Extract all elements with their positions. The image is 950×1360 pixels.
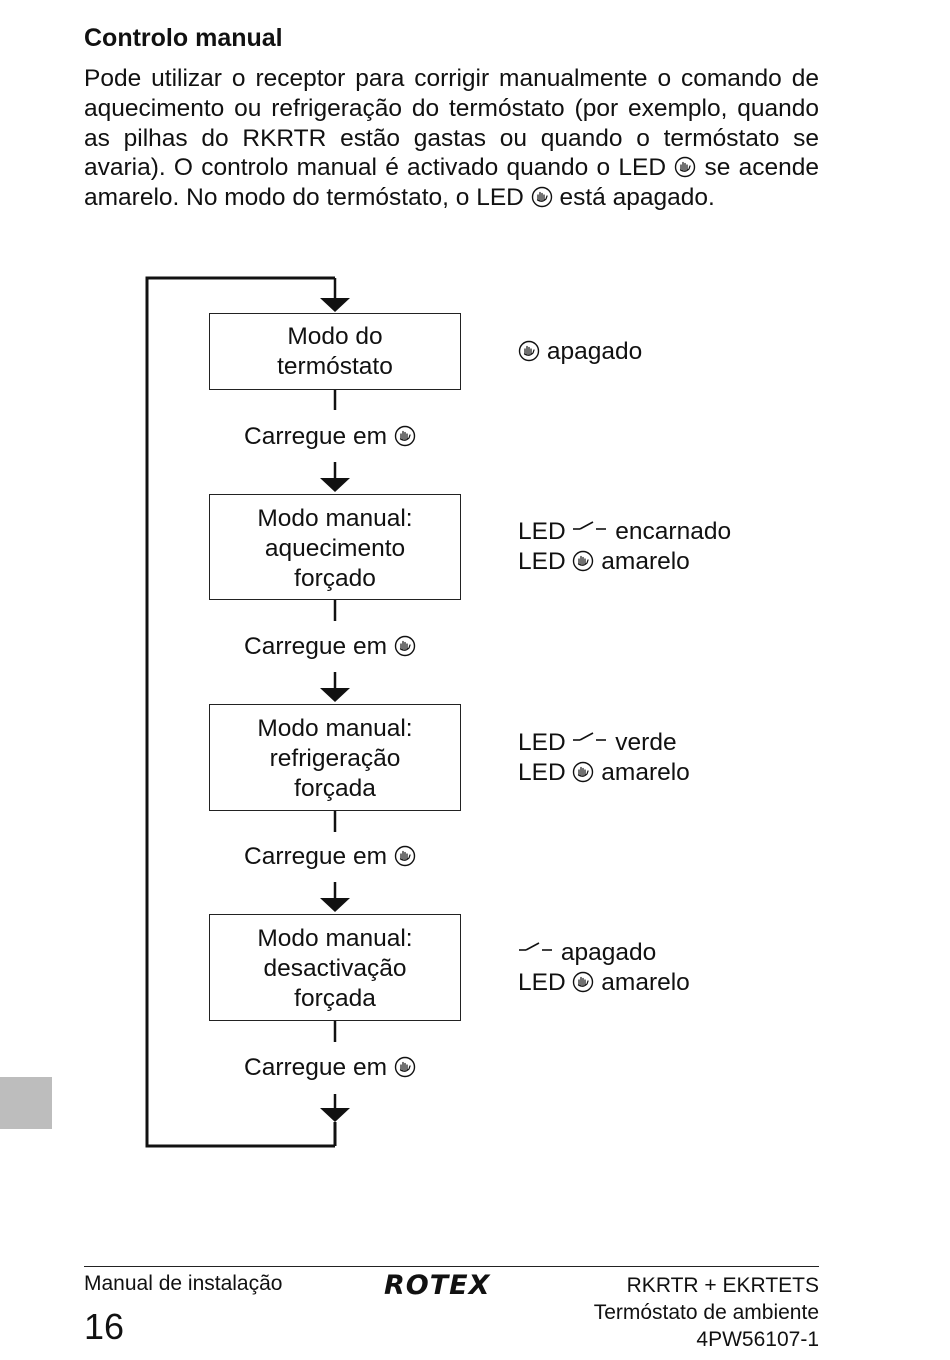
- hand-icon: [394, 845, 416, 867]
- status-text: amarelo: [601, 548, 690, 575]
- press-instruction: Carregue em: [244, 423, 416, 451]
- status-text: encarnado: [615, 518, 732, 545]
- footer-doc-code: 4PW56107-1: [696, 1328, 819, 1351]
- brand-logo: ROTEX: [384, 1270, 491, 1301]
- hand-icon: [394, 425, 416, 447]
- intro-text-2: se acende amarelo. No modo do termóstato…: [84, 154, 819, 212]
- status-thermostat: apagado: [518, 337, 642, 367]
- footer-product: RKRTR + EKRTETS: [626, 1274, 819, 1297]
- status-text: apagado: [560, 939, 657, 966]
- mode-line: desactivação: [263, 955, 407, 982]
- footer-manual-title: Manual de instalação: [84, 1272, 283, 1295]
- page-number: 16: [84, 1306, 125, 1347]
- mode-line: Modo manual:: [257, 715, 413, 742]
- footer-divider: [84, 1266, 819, 1267]
- status-prefix: LED: [518, 759, 566, 786]
- intro-paragraph: Pode utilizar o receptor para corrigir m…: [84, 64, 819, 213]
- mode-line: forçada: [294, 775, 376, 802]
- switch-icon: [518, 940, 554, 954]
- mode-box-forced-heating: Modo manual: aquecimento forçado: [209, 494, 461, 600]
- press-instruction: Carregue em: [244, 633, 416, 661]
- status-forced-off: apagado LED amarelo: [518, 938, 690, 998]
- status-forced-cooling: LED verde LED amarelo: [518, 728, 690, 788]
- hand-icon: [531, 186, 553, 208]
- status-text: verde: [615, 729, 677, 756]
- press-label: Carregue em: [244, 423, 387, 450]
- footer-product-info: RKRTR + EKRTETS Termóstato de ambiente 4…: [594, 1272, 819, 1353]
- mode-box-forced-off: Modo manual: desactivação forçada: [209, 914, 461, 1021]
- hand-icon: [572, 761, 594, 783]
- status-prefix: LED: [518, 548, 566, 575]
- mode-line: refrigeração: [269, 745, 401, 772]
- press-instruction: Carregue em: [244, 843, 416, 871]
- mode-line: termóstato: [277, 353, 393, 380]
- status-text: amarelo: [601, 759, 690, 786]
- status-forced-heating: LED encarnado LED amarelo: [518, 517, 731, 577]
- mode-line: Modo manual:: [257, 925, 413, 952]
- hand-icon: [394, 635, 416, 657]
- switch-icon: [572, 519, 608, 533]
- hand-icon: [518, 340, 540, 362]
- mode-box-forced-cooling: Modo manual: refrigeração forçada: [209, 704, 461, 811]
- hand-icon: [674, 156, 696, 178]
- switch-icon: [572, 730, 608, 744]
- status-prefix: LED: [518, 729, 566, 756]
- intro-text-3: está apagado.: [559, 184, 715, 212]
- status-prefix: LED: [518, 518, 566, 545]
- status-text: amarelo: [601, 969, 690, 996]
- press-label: Carregue em: [244, 843, 387, 870]
- section-heading: Controlo manual: [84, 24, 283, 52]
- footer-product-desc: Termóstato de ambiente: [593, 1301, 819, 1324]
- mode-line: forçado: [294, 565, 376, 592]
- mode-line: Modo do: [287, 323, 383, 350]
- status-prefix: LED: [518, 969, 566, 996]
- mode-box-thermostat: Modo do termóstato: [209, 313, 461, 390]
- mode-line: Modo manual:: [257, 505, 413, 532]
- hand-icon: [394, 1056, 416, 1078]
- press-label: Carregue em: [244, 633, 387, 660]
- status-text: apagado: [546, 338, 643, 365]
- hand-icon: [572, 550, 594, 572]
- intro-text-1: Pode utilizar o receptor para corrigir m…: [84, 65, 819, 182]
- mode-line: forçada: [294, 985, 376, 1012]
- hand-icon: [572, 971, 594, 993]
- press-label: Carregue em: [244, 1054, 387, 1081]
- press-instruction: Carregue em: [244, 1054, 416, 1082]
- mode-line: aquecimento: [264, 535, 406, 562]
- chapter-tab-marker: [0, 1077, 52, 1129]
